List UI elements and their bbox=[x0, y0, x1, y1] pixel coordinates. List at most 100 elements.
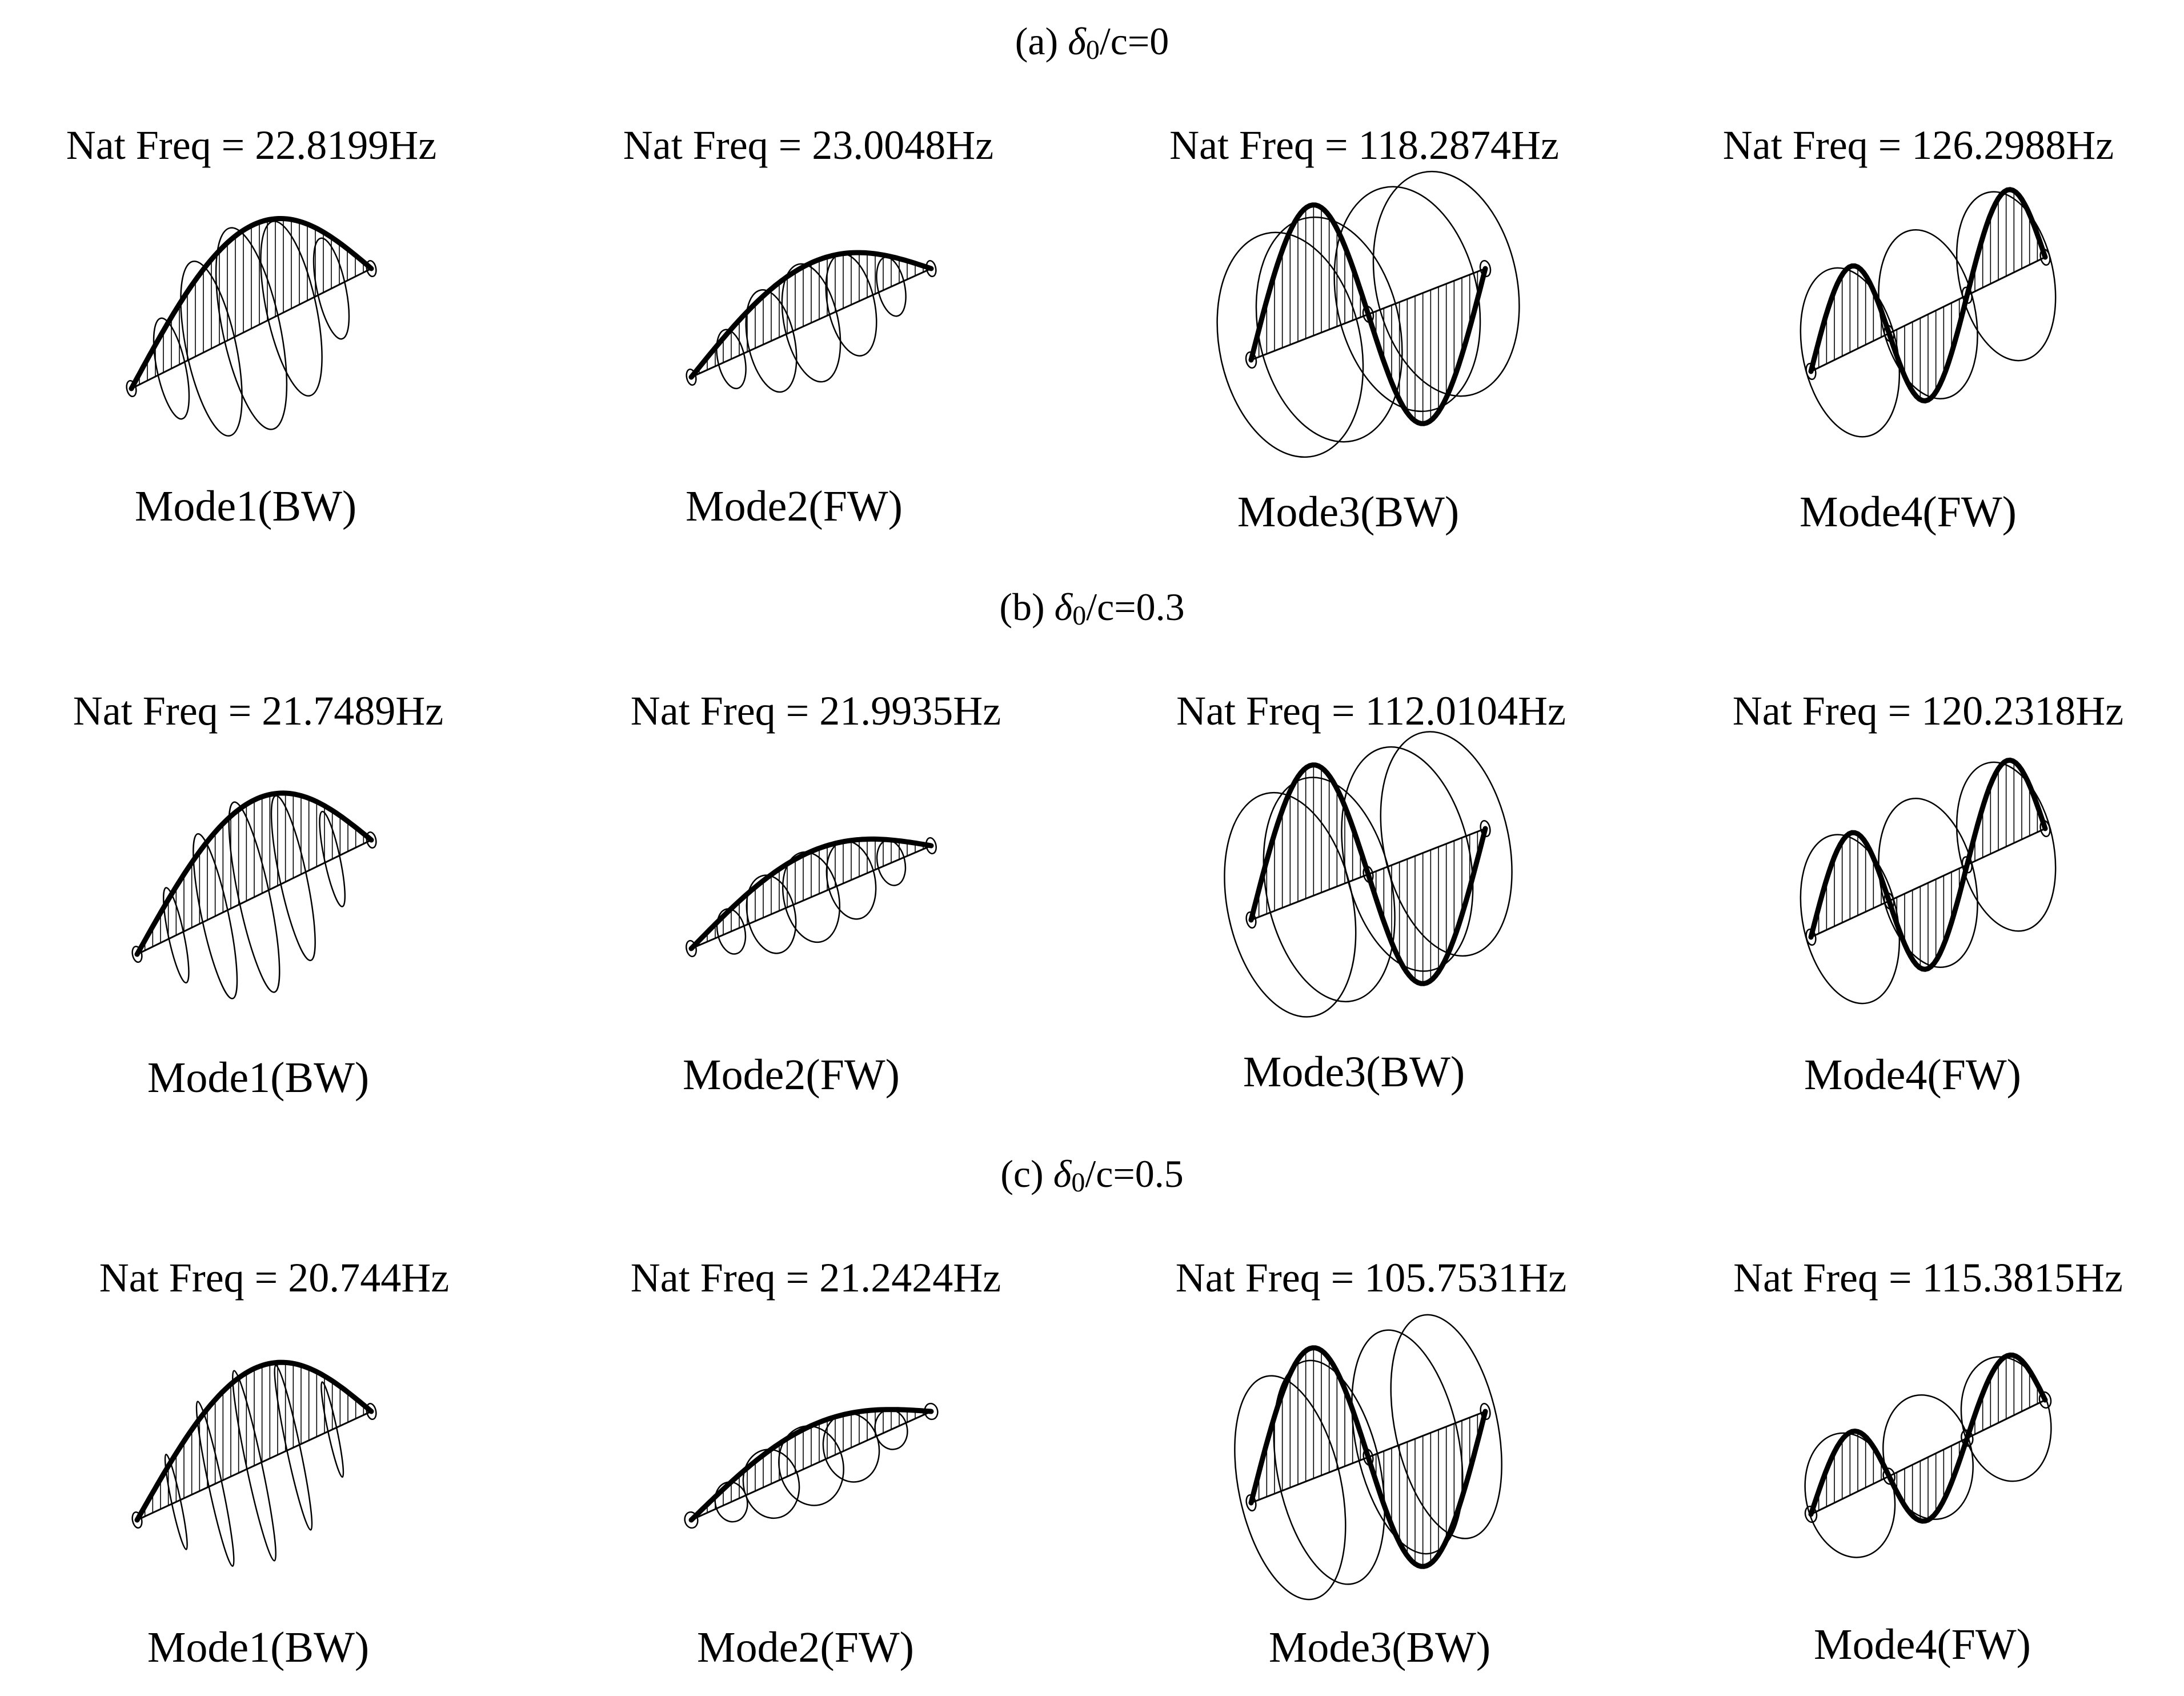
mode-label: Mode2(FW) bbox=[686, 482, 903, 530]
row-a-prefix: (a) bbox=[1015, 19, 1059, 63]
orbit-ellipse bbox=[1800, 834, 1901, 1005]
orbit-ellipse bbox=[312, 237, 350, 340]
orbit-ellipse bbox=[686, 939, 697, 958]
row-a-suffix: /c=0 bbox=[1099, 19, 1169, 63]
orbit-ellipse bbox=[131, 1511, 143, 1529]
mode-shape-curve bbox=[688, 250, 934, 380]
orbit-ellipse bbox=[153, 317, 190, 420]
row-c-delta-symbol: δ bbox=[1053, 1152, 1072, 1195]
orbit-ellipse bbox=[742, 1449, 800, 1519]
freq-label: Nat Freq = 22.8199Hz bbox=[66, 122, 437, 168]
mode1-shape-diagram bbox=[126, 216, 377, 437]
freq-label: Nat Freq = 23.0048Hz bbox=[623, 122, 994, 168]
mode4-shape-diagram bbox=[1800, 187, 2057, 438]
orbit-ellipse bbox=[126, 379, 137, 398]
row-c-prefix: (c) bbox=[1000, 1152, 1044, 1195]
freq-label: Nat Freq = 105.7531Hz bbox=[1175, 1255, 1567, 1301]
mode-label: Mode2(FW) bbox=[683, 1051, 900, 1099]
orbit-ellipse bbox=[686, 368, 697, 386]
orbit-ellipse bbox=[1878, 798, 1978, 968]
mode-label: Mode2(FW) bbox=[697, 1623, 914, 1671]
mode4-shape-diagram bbox=[1804, 1352, 2052, 1558]
mode2-shape-diagram bbox=[686, 250, 937, 393]
orbit-ellipse bbox=[716, 329, 747, 390]
freq-label: Nat Freq = 112.0104Hz bbox=[1176, 688, 1566, 734]
orbit-ellipse bbox=[745, 289, 798, 393]
row-c-subscript: 0 bbox=[1071, 1167, 1085, 1198]
orbit-ellipse bbox=[320, 1381, 344, 1478]
mode-label: Mode3(BW) bbox=[1243, 1048, 1465, 1096]
orbit-ellipse bbox=[195, 1401, 235, 1567]
orbit-ellipse bbox=[1955, 761, 2057, 932]
orbit-ellipse bbox=[1245, 351, 1257, 369]
mode3-shape-diagram bbox=[1224, 731, 1513, 1018]
row-a-delta-symbol: δ bbox=[1068, 19, 1086, 63]
mode-shape-curve bbox=[1248, 1345, 1488, 1569]
mode-shape-curve bbox=[688, 1407, 934, 1523]
orbit-ellipse bbox=[1245, 1494, 1257, 1512]
mode3-shape-diagram bbox=[1216, 170, 1520, 458]
orbit-ellipse bbox=[366, 831, 377, 849]
mode-shape-curve bbox=[1808, 187, 2048, 404]
mode-shape-curve bbox=[1808, 1352, 2048, 1524]
orbit-ellipse bbox=[684, 1511, 699, 1529]
freq-label: Nat Freq = 120.2318Hz bbox=[1732, 688, 2124, 734]
mode2-shape-diagram bbox=[686, 836, 937, 958]
mode1-shape-diagram bbox=[131, 790, 377, 999]
orbit-ellipse bbox=[164, 1453, 188, 1550]
mode-shape-curve bbox=[134, 790, 374, 957]
orbit-ellipse bbox=[1380, 731, 1513, 957]
mode-label: Mode4(FW) bbox=[1814, 1621, 2031, 1669]
mode-shape-curve bbox=[129, 216, 374, 391]
mode3-shape-diagram bbox=[1234, 1314, 1502, 1601]
orbit-ellipse bbox=[1480, 1402, 1491, 1421]
freq-label: Nat Freq = 20.744Hz bbox=[99, 1255, 450, 1301]
mode1-shape-diagram bbox=[131, 1359, 377, 1567]
orbit-ellipse bbox=[1955, 191, 2057, 362]
mode-label: Mode4(FW) bbox=[1804, 1051, 2021, 1099]
freq-label: Nat Freq = 21.9935Hz bbox=[630, 688, 1001, 734]
row-b-prefix: (b) bbox=[999, 585, 1045, 629]
orbit-ellipse bbox=[1479, 259, 1492, 278]
orbit-ellipse bbox=[1878, 229, 1978, 399]
mode-shape-curve bbox=[134, 1359, 374, 1523]
freq-label: Nat Freq = 115.3815Hz bbox=[1733, 1255, 2123, 1301]
orbit-ellipse bbox=[782, 851, 841, 943]
row-b-delta-symbol: δ bbox=[1054, 585, 1073, 629]
freq-label: Nat Freq = 126.2988Hz bbox=[1722, 122, 2114, 168]
orbit-ellipse bbox=[778, 1425, 844, 1506]
mode-label: Mode4(FW) bbox=[1800, 488, 2017, 536]
mode4-shape-diagram bbox=[1800, 757, 2057, 1005]
mode-label: Mode1(BW) bbox=[134, 482, 357, 530]
orbit-ellipse bbox=[716, 908, 747, 955]
orbit-ellipse bbox=[1234, 1375, 1347, 1601]
orbit-ellipse bbox=[781, 263, 841, 383]
freq-label: Nat Freq = 21.2424Hz bbox=[630, 1255, 1001, 1301]
row-a-subscript: 0 bbox=[1085, 35, 1100, 65]
row-b-suffix: /c=0.3 bbox=[1086, 585, 1185, 629]
orbit-ellipse bbox=[274, 1365, 313, 1531]
mode-label: Mode3(BW) bbox=[1237, 488, 1460, 536]
orbit-ellipse bbox=[1216, 231, 1364, 458]
orbit-ellipse bbox=[1960, 1356, 2052, 1482]
orbit-ellipse bbox=[366, 1402, 377, 1421]
orbit-ellipse bbox=[1480, 819, 1491, 838]
orbit-ellipse bbox=[1800, 267, 1901, 438]
orbit-ellipse bbox=[1245, 911, 1257, 929]
orbit-ellipse bbox=[366, 259, 377, 278]
freq-label: Nat Freq = 21.7489Hz bbox=[73, 688, 444, 734]
orbit-ellipse bbox=[193, 833, 238, 999]
freq-label: Nat Freq = 118.2874Hz bbox=[1169, 122, 1559, 168]
row-a-title: (a) δ0/c=0 bbox=[0, 19, 2184, 64]
mode-shape-curve bbox=[688, 836, 934, 951]
orbit-ellipse bbox=[131, 945, 143, 963]
orbit-ellipse bbox=[1372, 170, 1520, 397]
orbit-ellipse bbox=[215, 227, 288, 430]
mode-shape-curve bbox=[1808, 757, 2048, 972]
row-c-suffix: /c=0.5 bbox=[1085, 1152, 1184, 1195]
mode2-shape-diagram bbox=[684, 1402, 939, 1529]
row-b-title: (b) δ0/c=0.3 bbox=[0, 585, 2184, 630]
orbit-ellipse bbox=[1390, 1314, 1502, 1539]
orbit-ellipse bbox=[746, 874, 797, 954]
mode-shape-curve bbox=[1248, 202, 1488, 426]
